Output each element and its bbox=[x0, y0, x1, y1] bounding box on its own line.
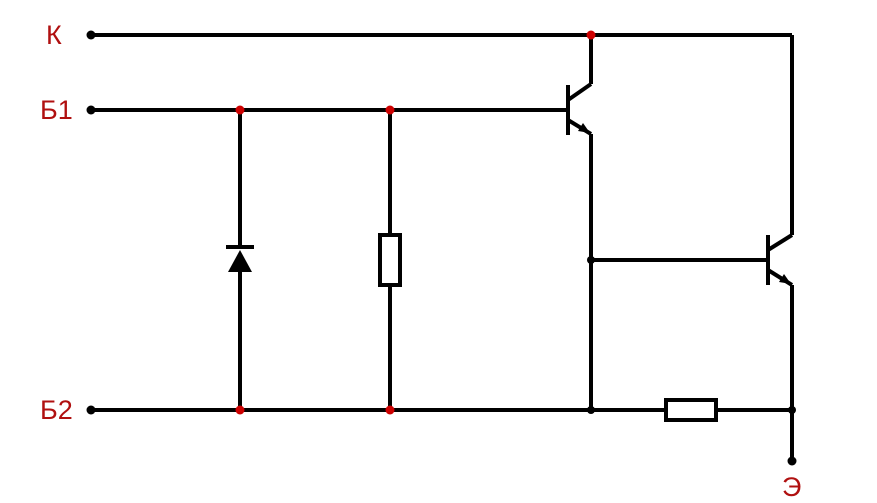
terminal-label-emitter: Э bbox=[782, 472, 801, 502]
terminal-label-base2: Б2 bbox=[40, 395, 73, 425]
terminal-dots bbox=[86, 30, 797, 466]
npn-transistor-icon bbox=[566, 82, 593, 136]
junction-dot bbox=[385, 405, 395, 415]
junction-dot bbox=[587, 406, 595, 414]
terminal-dot-base2 bbox=[86, 405, 96, 415]
npn-transistor-icon bbox=[766, 233, 794, 287]
diode-icon bbox=[226, 245, 254, 272]
terminal-label-base1: Б1 bbox=[40, 95, 73, 125]
junction-dot bbox=[788, 406, 796, 414]
junction-dot bbox=[235, 405, 245, 415]
terminal-dot-emitter bbox=[787, 456, 797, 466]
junction-dot bbox=[586, 30, 596, 40]
junction-dot bbox=[235, 105, 245, 115]
terminal-label-collector: К bbox=[46, 20, 62, 50]
resistor-icon bbox=[378, 233, 402, 287]
junction-dots bbox=[235, 30, 596, 415]
junction-dot bbox=[385, 105, 395, 115]
terminal-dot-collector bbox=[86, 30, 96, 40]
wires bbox=[91, 33, 794, 461]
resistor-icon bbox=[664, 398, 718, 422]
terminal-dot-base1 bbox=[86, 105, 96, 115]
junction-dot bbox=[587, 256, 595, 264]
